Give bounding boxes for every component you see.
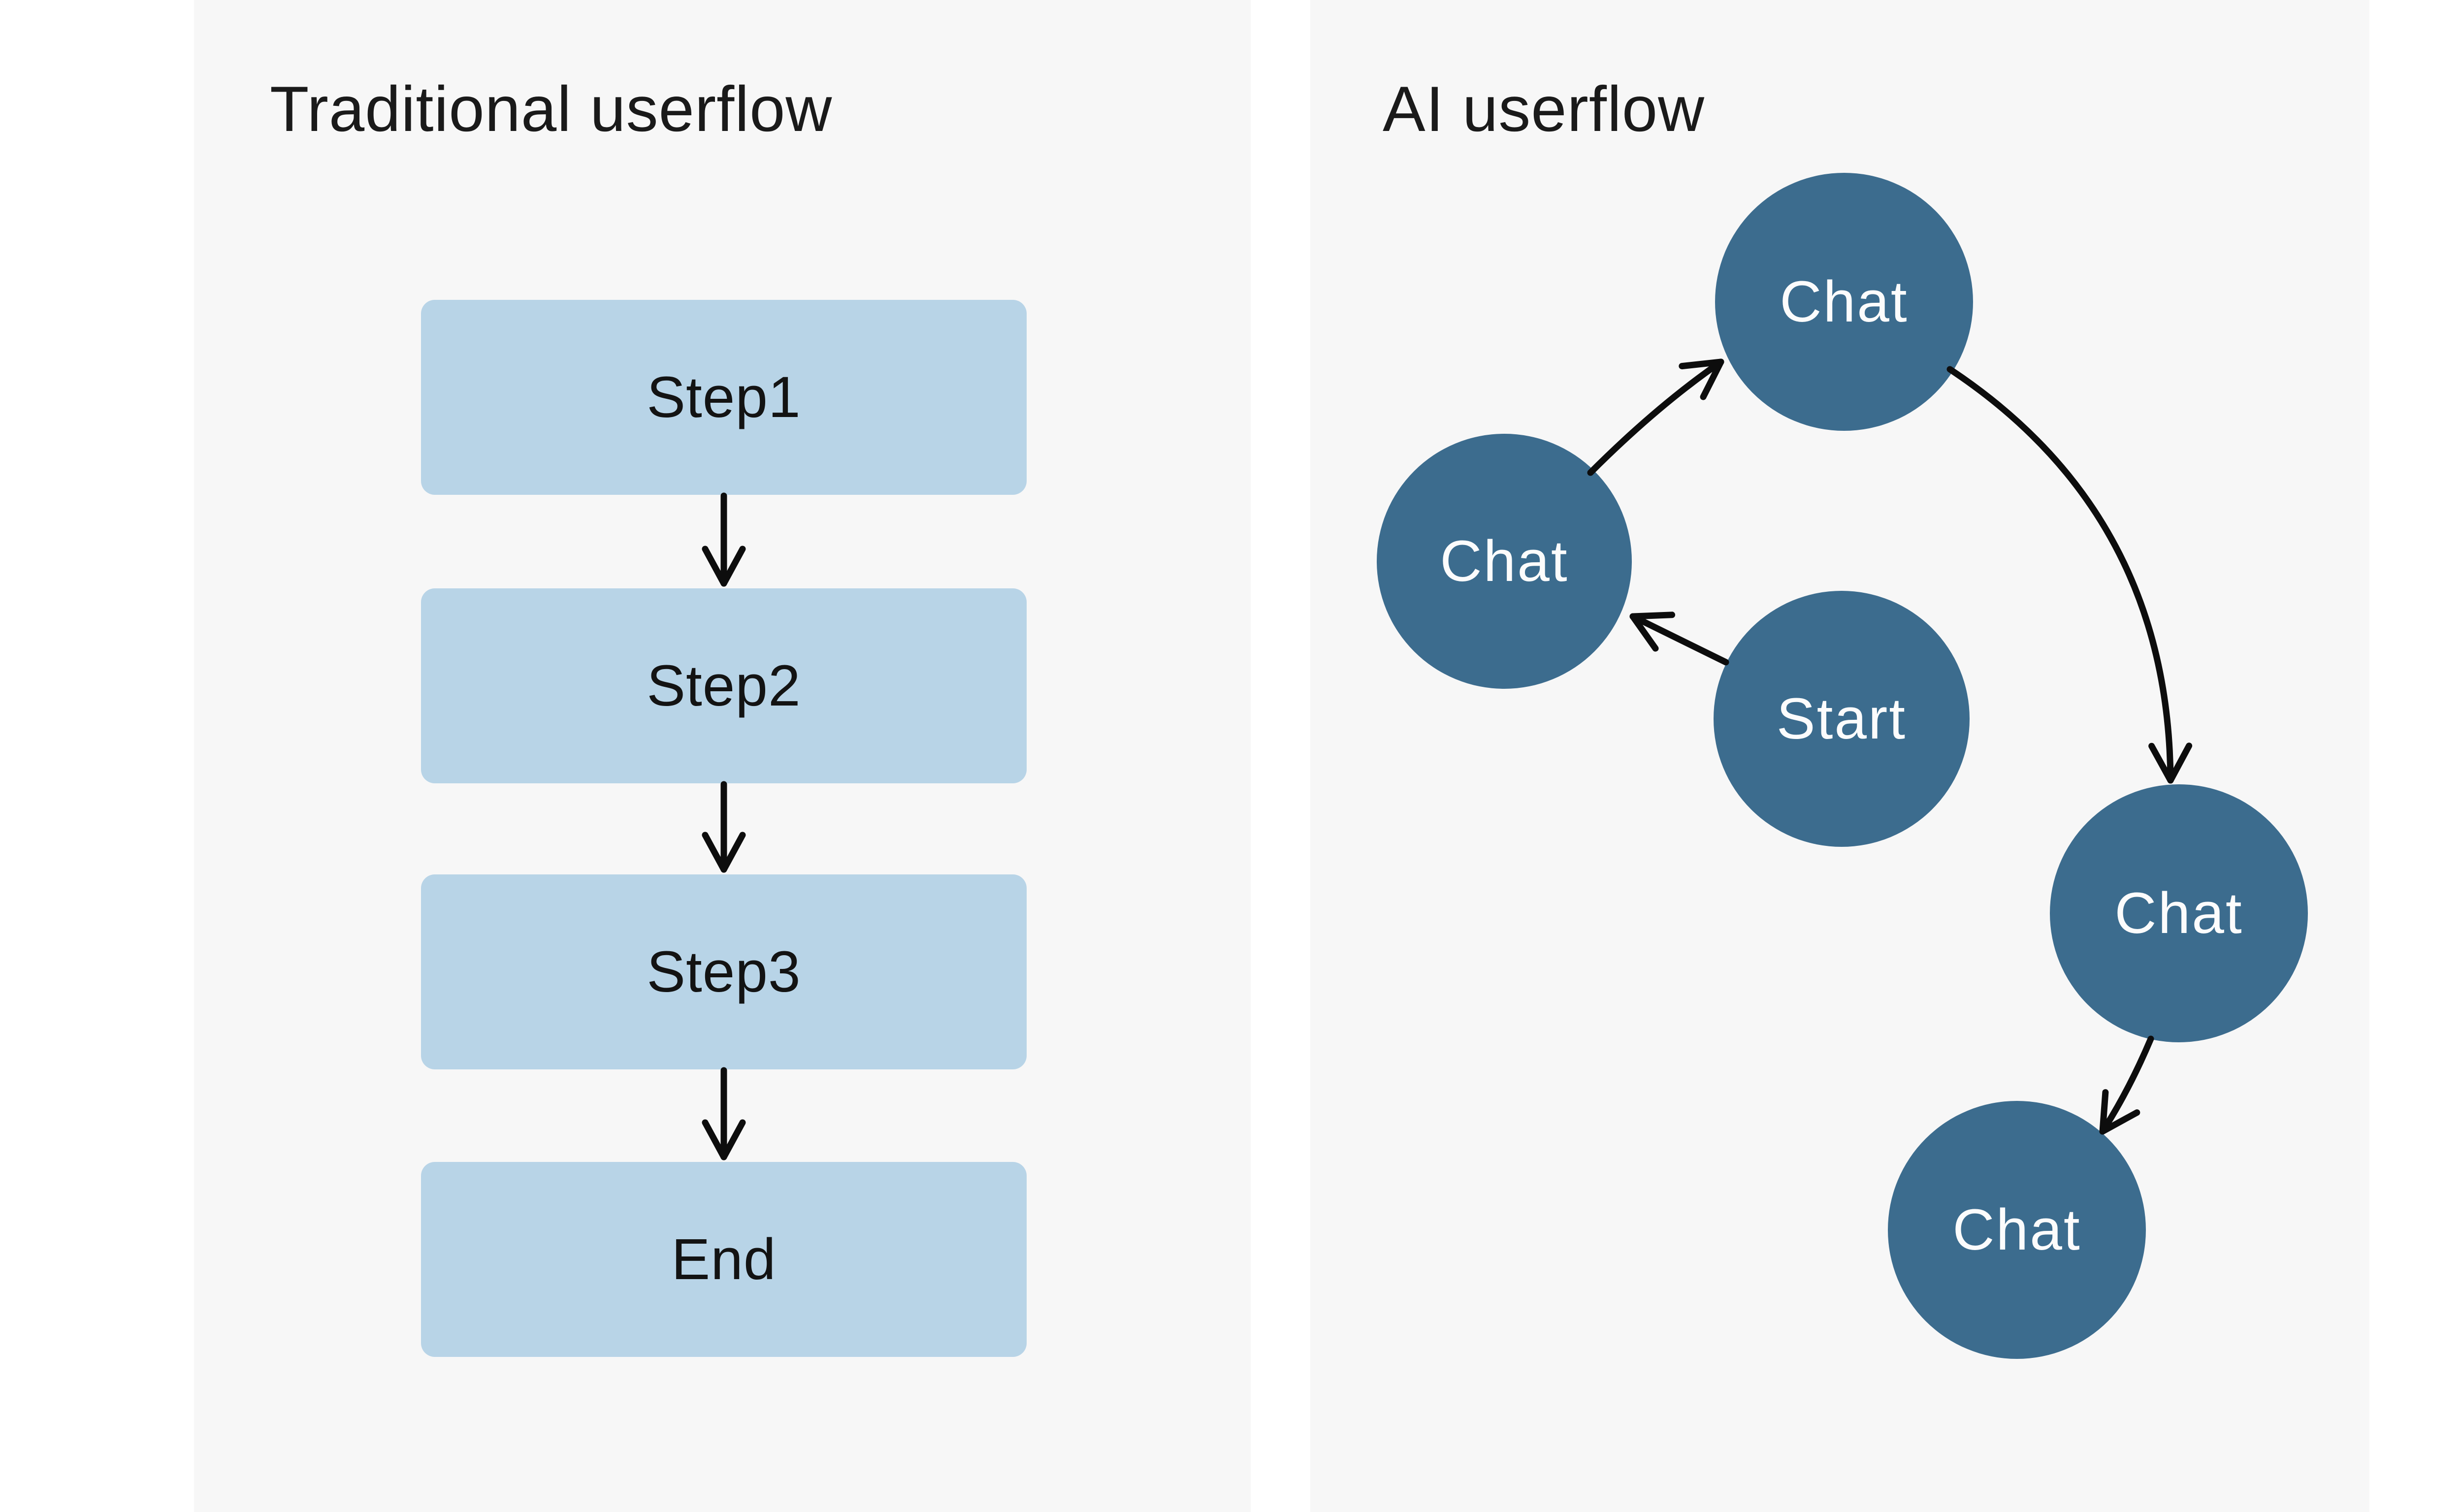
flow-step-box: Step1 <box>421 300 1027 495</box>
graph-node-label: Chat <box>1440 529 1569 594</box>
graph-node-label: Start <box>1776 686 1907 751</box>
graph-node-chat-bottom: Chat <box>1888 1101 2146 1359</box>
graph-node-chat-left: Chat <box>1377 434 1632 689</box>
graph-node-label: Chat <box>2114 881 2243 946</box>
ai-userflow-title: AI userflow <box>1383 73 1705 145</box>
graph-node-label: Chat <box>1952 1197 2081 1262</box>
flow-step-box: Step3 <box>421 874 1027 1069</box>
flow-step-label: Step2 <box>647 653 801 718</box>
graph-node-chat-right: Chat <box>2050 784 2308 1042</box>
flow-step-box: End <box>421 1162 1027 1357</box>
graph-node-start: Start <box>1714 591 1970 847</box>
traditional-userflow-title: Traditional userflow <box>270 73 833 145</box>
flow-step-label: Step3 <box>647 939 801 1004</box>
graph-node-chat-top: Chat <box>1715 173 1973 431</box>
flow-step-label: Step1 <box>647 365 801 430</box>
flow-step-label: End <box>671 1227 777 1292</box>
graph-node-label: Chat <box>1780 269 1909 334</box>
flow-step-box: Step2 <box>421 588 1027 783</box>
